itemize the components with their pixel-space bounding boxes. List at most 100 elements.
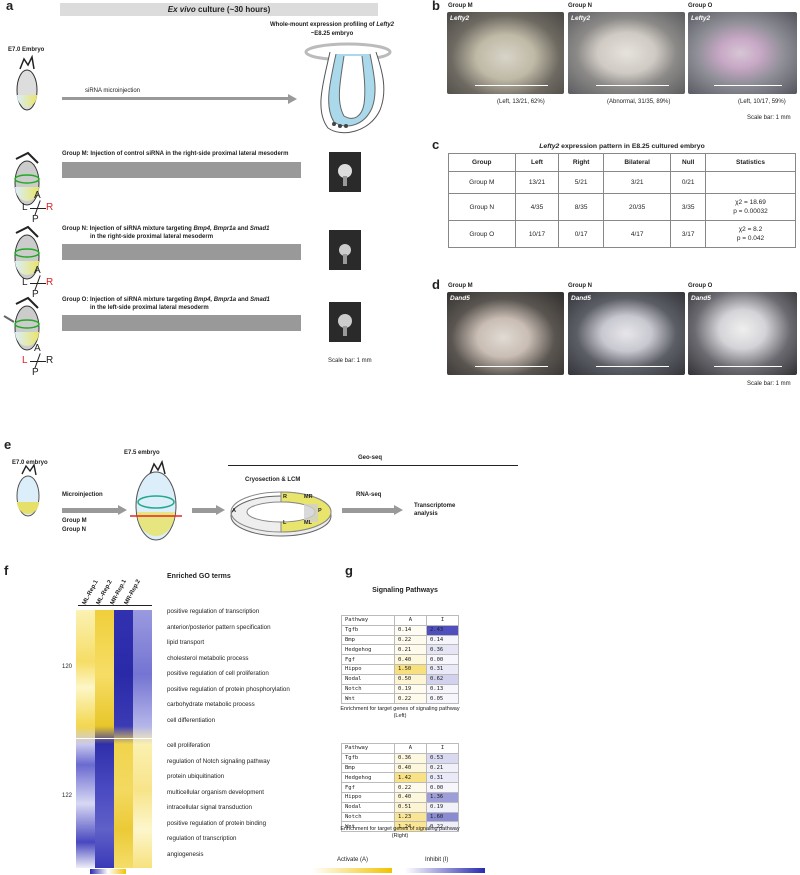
- heatmap-col-mr1: [114, 610, 133, 868]
- go-list-1: positive regulation of transcription ant…: [167, 604, 290, 728]
- go-term: positive regulation of cell proliferatio…: [167, 670, 269, 677]
- go-term: intracellular signal transduction: [167, 804, 252, 811]
- go-term: cholesterol metabolic process: [167, 654, 249, 662]
- go-term: multicellular organism development: [167, 788, 264, 796]
- sig-inhibit-cell: 0.05: [425, 693, 460, 705]
- go-term: positive regulation of transcription: [167, 608, 260, 615]
- b-caption-n: (Abnormal, 31/35, 89%): [607, 99, 671, 105]
- heatmap-col-mr2: [133, 610, 152, 868]
- axis-p-label: P: [32, 367, 39, 378]
- sig-inhibit-cell: 2.43: [425, 624, 460, 636]
- embryo-drawings-a: [3, 55, 40, 351]
- table-cell: Group N: [448, 193, 516, 221]
- cluster2-count: 122: [62, 793, 73, 799]
- sig-header-cell: I: [425, 615, 460, 626]
- sig-activate-cell: 0.22: [393, 782, 427, 793]
- sig-pathway-cell: Fgf: [341, 782, 395, 793]
- heatmap-col-ml2: [95, 610, 114, 868]
- sig-inhibit-cell: 0.14: [425, 634, 460, 646]
- ring-a: A: [232, 508, 236, 514]
- sig-activate-cell: 1.42: [393, 772, 427, 784]
- e75-label: E7.5 embryo: [124, 450, 160, 456]
- e-group-m-label: Group M: [62, 518, 87, 524]
- ring-l: L: [283, 520, 287, 526]
- dand5-photo-group-m: Dand5: [447, 292, 564, 375]
- profiling-title: Whole-mount expression profiling of Left…: [262, 21, 402, 39]
- ring-ml: ML: [304, 520, 312, 526]
- lefty2-photo-group-o: Lefty2: [688, 12, 797, 94]
- d-gene-n: Dand5: [571, 295, 591, 302]
- table-cell: 4/17: [602, 220, 672, 248]
- sig-activate-cell: 0.22: [393, 693, 427, 705]
- dand5-photo-group-n: Dand5: [568, 292, 685, 375]
- group-n-bar: [62, 244, 301, 260]
- g-title: Signaling Pathways: [372, 587, 438, 594]
- e70-embryo-label: E7.0 Embryo: [8, 47, 45, 53]
- geoseq-line: [228, 465, 518, 466]
- e-arrow1-head: [118, 505, 127, 515]
- group-n-text-2: in the right-side proximal lateral mesod…: [90, 234, 214, 240]
- e-arrow2-head: [216, 505, 225, 515]
- sig-pathway-cell: Bmp: [341, 634, 395, 646]
- e-arrow1-bar: [62, 508, 118, 513]
- dendrogram: [78, 605, 152, 606]
- go-term: protein ubiquitination: [167, 773, 225, 780]
- thumb-group-o: [329, 302, 361, 342]
- table-cell: 3/21: [602, 171, 672, 194]
- table-cell: Group O: [448, 220, 516, 248]
- table-cell: [704, 171, 797, 194]
- sig-pathway-cell: Bmp: [341, 762, 395, 774]
- panel-b-letter: b: [432, 0, 440, 13]
- th-null: Null: [670, 153, 706, 172]
- table-row: Group O 10/17 0/17 4/17 3/17 χ2 = 8.2 p …: [448, 220, 797, 248]
- e75-embryo-icon: [130, 460, 182, 541]
- table-cell: 8/35: [558, 193, 604, 221]
- sig-pathway-cell: Tgfb: [341, 752, 395, 764]
- table-cell: 3/35: [670, 193, 706, 221]
- sig-pathway-cell: Hedgehog: [341, 772, 395, 784]
- expression-heatmap: [76, 610, 152, 868]
- sig-pathway-cell: Hippo: [341, 663, 395, 675]
- panel-g-letter: g: [345, 563, 353, 578]
- b-gene-o: Lefty2: [691, 15, 711, 22]
- c-title-rest: expression pattern in E8.25 cultured emb…: [559, 143, 705, 150]
- profiling-sub: ~E8.25 embryo: [310, 31, 354, 37]
- profiling-gene: Lefty2: [376, 22, 394, 28]
- sig-pathway-cell: Fgf: [341, 654, 395, 665]
- go-term: regulation of transcription: [167, 835, 237, 842]
- g-caption-right: Enrichment for target genes of signaling…: [340, 826, 460, 839]
- ring-mr: MR: [304, 494, 313, 500]
- table-cell-stats: χ2 = 8.2 p = 0.042: [704, 220, 797, 248]
- dand5-photo-group-o: Dand5: [688, 292, 797, 375]
- sig-header-cell: Pathway: [341, 615, 395, 626]
- go-term: positive regulation of protein phosphory…: [167, 685, 290, 693]
- group-o-description: Group O: Injection of siRNA mixture targ…: [62, 296, 270, 312]
- sig-inhibit-cell: 0.00: [425, 654, 460, 665]
- e-arrow2-bar: [192, 508, 216, 513]
- sig-activate-cell: 0.14: [393, 624, 427, 636]
- axis-l-label: L: [22, 277, 28, 288]
- go-term: positive regulation of protein binding: [167, 819, 267, 827]
- b-gene-n: Lefty2: [571, 15, 591, 22]
- embryo-icon-top: [16, 55, 38, 111]
- sig-pathway-cell: Nodal: [341, 801, 395, 813]
- thumb-group-n: [329, 230, 361, 270]
- sig-activate-cell: 0.22: [393, 634, 427, 646]
- embryo-icon-o: [3, 296, 40, 351]
- group-n-genes: Bmp4, Bmpr1a: [193, 226, 236, 232]
- sirna-microinjection-label: siRNA microinjection: [85, 88, 141, 94]
- heatmap-col-ml1: [76, 610, 95, 868]
- table-cell: 20/35: [602, 193, 672, 221]
- transcriptome-label: Transcriptome analysis: [414, 503, 456, 517]
- table-cell: 5/21: [558, 171, 604, 194]
- sig-inhibit-cell: 0.31: [425, 663, 460, 675]
- axis-p-label: P: [32, 289, 39, 300]
- sig-activate-cell: 0.19: [393, 683, 427, 695]
- sig-inhibit-cell: 0.00: [425, 782, 460, 793]
- axis-p-label: P: [32, 214, 39, 225]
- go-term: lipid transport: [167, 639, 205, 646]
